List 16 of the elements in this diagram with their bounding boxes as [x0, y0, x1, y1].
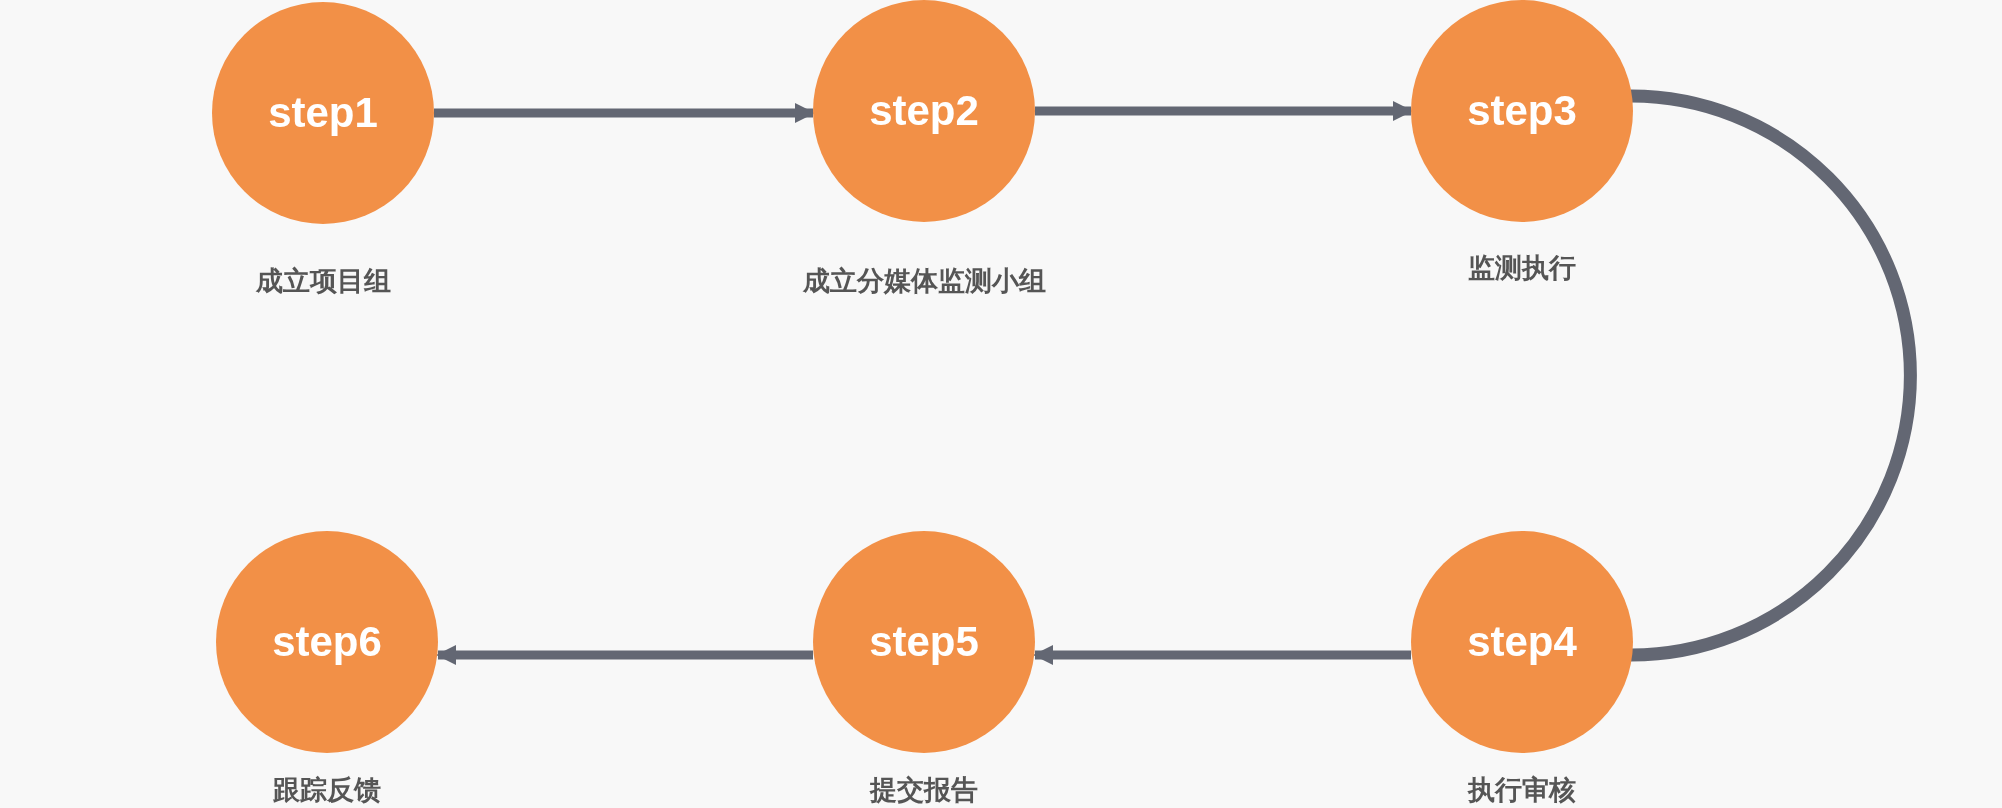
connector-line	[1630, 89, 1917, 662]
step-caption: 提交报告	[870, 773, 978, 807]
step-label: step3	[1467, 87, 1577, 135]
arrow	[1033, 645, 1411, 665]
step-caption: 成立项目组	[255, 264, 391, 298]
step-label: step1	[268, 89, 378, 137]
step-label: step6	[272, 618, 382, 666]
step-caption: 执行审核	[1468, 773, 1576, 807]
step-caption: 跟踪反馈	[273, 773, 381, 807]
step-label: step4	[1467, 618, 1577, 666]
step-label: step5	[869, 618, 979, 666]
step-caption: 成立分媒体监测小组	[802, 264, 1046, 298]
arrow	[434, 103, 815, 123]
step-label: step2	[869, 87, 979, 135]
step-caption: 监测执行	[1468, 251, 1576, 285]
arrow	[1035, 101, 1413, 121]
